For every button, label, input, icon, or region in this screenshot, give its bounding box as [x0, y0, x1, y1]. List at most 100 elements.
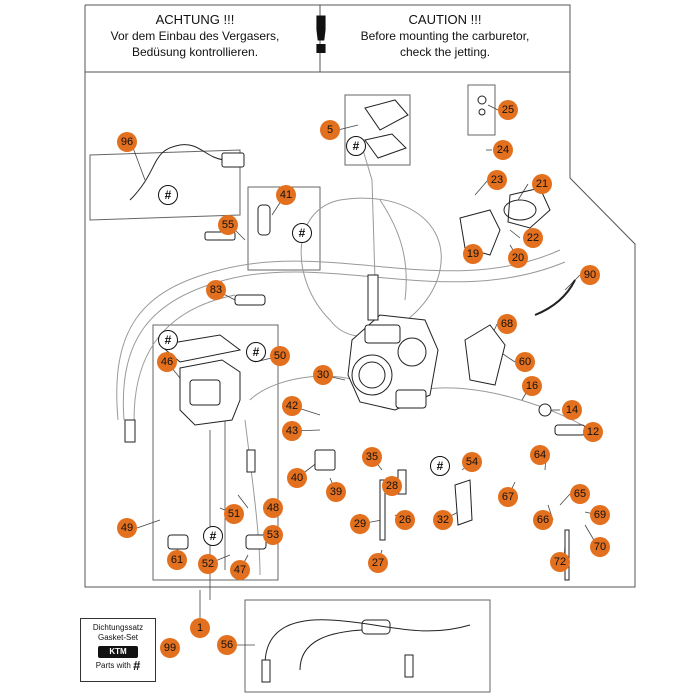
callout-39[interactable]: 39	[326, 482, 346, 502]
callout-47[interactable]: 47	[230, 560, 250, 580]
callout-41[interactable]: 41	[276, 185, 296, 205]
gasket-set-label-de: Dichtungssatz	[92, 623, 144, 632]
callout-54[interactable]: 54	[462, 452, 482, 472]
callout-21[interactable]: 21	[532, 174, 552, 194]
callout-64[interactable]: 64	[530, 445, 550, 465]
callout-60[interactable]: 60	[515, 352, 535, 372]
gasket-mark: #	[158, 185, 178, 205]
callout-14[interactable]: 14	[562, 400, 582, 420]
bracket-54	[454, 479, 473, 526]
hose-end-left	[124, 419, 136, 443]
holder-61	[167, 534, 189, 550]
callout-69[interactable]: 69	[590, 505, 610, 525]
callout-68[interactable]: 68	[497, 314, 517, 334]
callout-67[interactable]: 67	[498, 487, 518, 507]
callout-52[interactable]: 52	[198, 554, 218, 574]
diagram-frame	[84, 4, 636, 588]
parts	[124, 95, 586, 683]
warning-german-line1: Vor dem Einbau des Vergasers,	[110, 29, 280, 43]
clip-40	[314, 449, 336, 471]
warning-english-line2: check the jetting.	[399, 45, 491, 59]
fitting-83	[234, 294, 266, 306]
callout-30[interactable]: 30	[313, 365, 333, 385]
gasket-mark: #	[203, 526, 223, 546]
callout-1[interactable]: 1	[190, 618, 210, 638]
callout-53[interactable]: 53	[263, 525, 283, 545]
callout-12[interactable]: 12	[583, 422, 603, 442]
cable-56	[264, 619, 471, 666]
choke-hose	[534, 279, 576, 316]
warning-german-title: ACHTUNG !!!	[155, 12, 235, 27]
gasket-mark: #	[158, 330, 178, 350]
carburetor-body	[347, 274, 439, 411]
ktm-logo: KTM	[98, 646, 138, 658]
float-bowl	[158, 334, 242, 426]
spring-14	[538, 403, 552, 417]
callout-27[interactable]: 27	[368, 553, 388, 573]
callout-5[interactable]: 5	[320, 120, 340, 140]
callout-20[interactable]: 20	[508, 248, 528, 268]
callout-83[interactable]: 83	[206, 280, 226, 300]
callout-90[interactable]: 90	[580, 265, 600, 285]
screw-25b	[478, 108, 486, 116]
sensor-gasket	[503, 199, 537, 221]
cable-56b	[299, 629, 363, 671]
callout-40[interactable]: 40	[287, 468, 307, 488]
hose-routing	[116, 139, 591, 576]
callout-50[interactable]: 50	[270, 346, 290, 366]
hose-41	[257, 204, 271, 236]
callout-66[interactable]: 66	[533, 510, 553, 530]
gasket-mark: #	[430, 456, 450, 476]
callout-23[interactable]: 23	[487, 170, 507, 190]
callout-22[interactable]: 22	[523, 228, 543, 248]
callout-16[interactable]: 16	[522, 376, 542, 396]
parts-with-note: Parts with #	[81, 658, 155, 673]
top-cover	[364, 99, 409, 131]
sensor-cable	[129, 144, 226, 201]
callout-42[interactable]: 42	[282, 396, 302, 416]
callout-19[interactable]: 19	[463, 244, 483, 264]
callout-25[interactable]: 25	[498, 100, 518, 120]
hose-end-bowl	[246, 449, 256, 473]
callout-46[interactable]: 46	[157, 352, 177, 372]
warning-german-line2: Bedüsung kontrollieren.	[131, 45, 259, 59]
throttle-sensor	[459, 209, 501, 256]
callout-28[interactable]: 28	[382, 476, 402, 496]
sensor-plate	[507, 187, 551, 229]
gasket-set-legend: Dichtungssatz Gasket-Set KTM Parts with …	[80, 618, 156, 682]
gasket-mark: #	[246, 342, 266, 362]
callout-72[interactable]: 72	[550, 552, 570, 572]
gasket-mark: #	[346, 136, 366, 156]
callout-51[interactable]: 51	[224, 504, 244, 524]
callout-26[interactable]: 26	[395, 510, 415, 530]
callout-99[interactable]: 99	[160, 638, 180, 658]
sub-frames	[89, 84, 496, 693]
callout-43[interactable]: 43	[282, 421, 302, 441]
gasket-set-label-en: Gasket-Set	[97, 633, 138, 642]
valve-12	[554, 424, 586, 436]
top-gasket	[364, 133, 407, 159]
callout-29[interactable]: 29	[350, 514, 370, 534]
callout-48[interactable]: 48	[263, 498, 283, 518]
callout-56[interactable]: 56	[217, 635, 237, 655]
callout-55[interactable]: 55	[218, 215, 238, 235]
callout-70[interactable]: 70	[590, 537, 610, 557]
callout-32[interactable]: 32	[433, 510, 453, 530]
parts-with-mark: #	[133, 658, 141, 673]
warning-english-title: CAUTION !!!	[408, 12, 482, 27]
callout-61[interactable]: 61	[167, 550, 187, 570]
callout-35[interactable]: 35	[362, 447, 382, 467]
warning-german: ACHTUNG !!! Vor dem Einbau des Vergasers…	[90, 12, 300, 60]
sensor-connector	[221, 152, 245, 168]
cable-end-right	[404, 654, 414, 678]
warning-exclamation-icon: !	[309, 6, 333, 66]
callout-49[interactable]: 49	[117, 518, 137, 538]
screw-25	[477, 95, 487, 105]
pump-cover	[464, 324, 506, 386]
callout-24[interactable]: 24	[493, 140, 513, 160]
warning-english: CAUTION !!! Before mounting the carburet…	[330, 12, 560, 60]
warning-english-line1: Before mounting the carburetor,	[360, 29, 530, 43]
callout-96[interactable]: 96	[117, 132, 137, 152]
callout-65[interactable]: 65	[570, 484, 590, 504]
